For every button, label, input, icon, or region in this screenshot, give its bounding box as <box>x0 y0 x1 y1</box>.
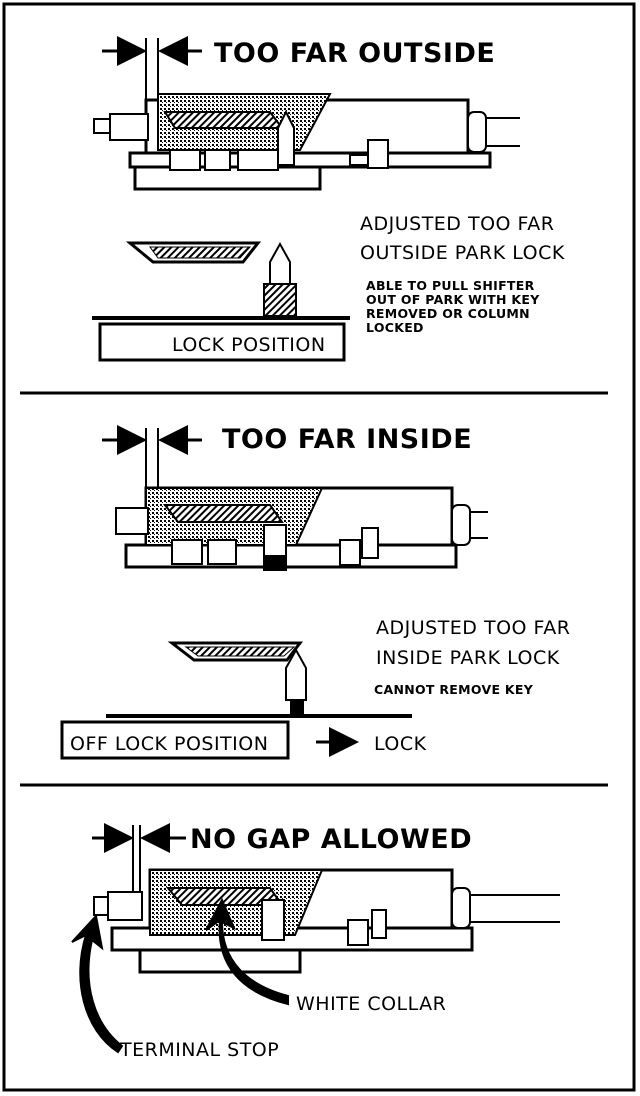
direction-label: LOCK <box>374 733 427 755</box>
white-collar-label: WHITE COLLAR <box>296 993 446 1015</box>
note-line-1: CANNOT REMOVE KEY <box>374 682 534 697</box>
note-line-1: ABLE TO PULL SHIFTER <box>366 278 535 293</box>
note-line-3: REMOVED OR COLUMN <box>366 306 530 321</box>
panel-1-title: TOO FAR OUTSIDE <box>214 38 495 69</box>
note-line-2: OUT OF PARK WITH KEY <box>366 292 540 307</box>
panel-no-gap-allowed: NO GAP ALLOWED WHITE COLLAR TERMINAL STO… <box>71 823 560 1061</box>
terminal-stop-arrow <box>71 913 124 1054</box>
caption-line-1: ADJUSTED TOO FAR <box>376 617 570 639</box>
shifter-lock-assembly <box>93 868 560 974</box>
position-label: LOCK POSITION <box>172 334 326 356</box>
panel-too-far-outside: TOO FAR OUTSIDE <box>92 36 565 362</box>
white-collar-arrow <box>205 897 289 1006</box>
panel-too-far-inside: TOO FAR INSIDE OFF LOCK POSITION <box>60 424 570 760</box>
terminal-stop-label: TERMINAL STOP <box>119 1039 279 1061</box>
caption-line-2: INSIDE PARK LOCK <box>376 647 560 669</box>
note-line-4: LOCKED <box>366 320 424 335</box>
panel-2-title: TOO FAR INSIDE <box>222 424 472 455</box>
position-label: OFF LOCK POSITION <box>70 733 268 755</box>
shifter-lock-assembly <box>93 93 520 191</box>
caption-line-1: ADJUSTED TOO FAR <box>360 213 554 235</box>
lock-detail: LOCK POSITION <box>92 241 350 362</box>
shifter-lock-assembly <box>115 486 488 571</box>
lock-detail: OFF LOCK POSITION LOCK <box>60 641 427 760</box>
caption-line-2: OUTSIDE PARK LOCK <box>360 242 565 264</box>
panel-3-title: NO GAP ALLOWED <box>190 824 472 855</box>
